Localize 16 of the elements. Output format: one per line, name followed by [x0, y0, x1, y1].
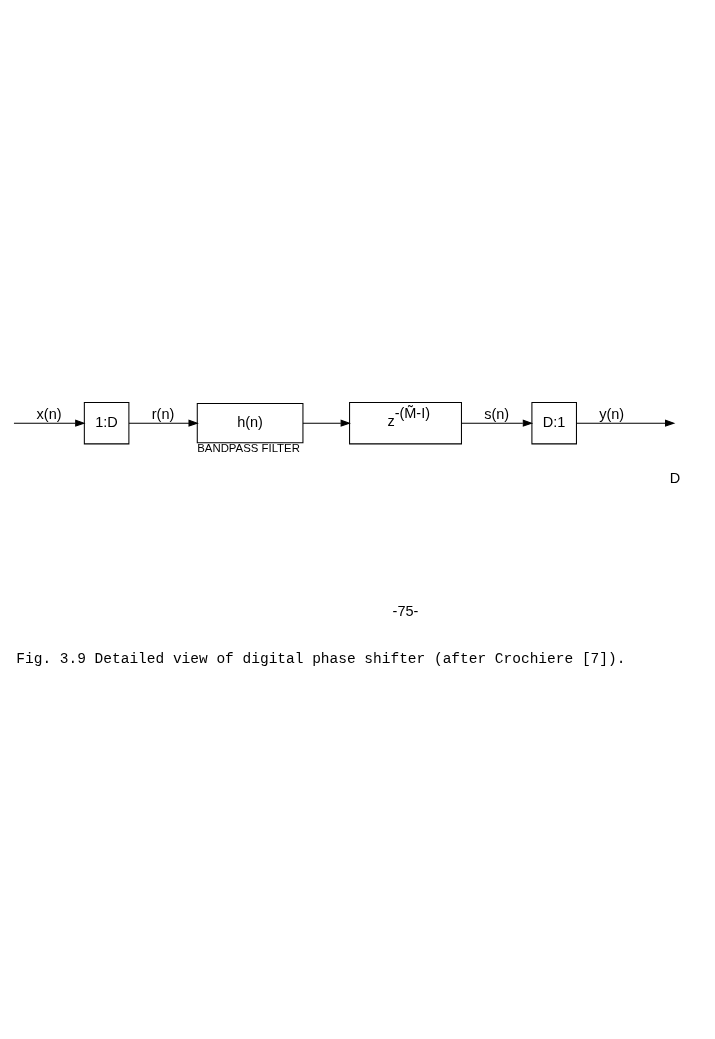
arrow	[460, 419, 533, 427]
edge-label: x(n)	[36, 406, 62, 423]
node-box: 1:D	[83, 401, 129, 445]
label: D	[669, 469, 680, 486]
arrow	[575, 419, 675, 427]
caption: Fig. 3.9 Detailed view of digital phase shifter (after Crochiere [7]).	[15, 650, 625, 667]
arrow	[12, 419, 86, 427]
edge-label: y(n)	[598, 406, 624, 423]
node-box: h(n)	[196, 402, 303, 444]
node-label: BANDPASS FILTER	[196, 441, 300, 454]
arrow	[128, 419, 199, 427]
label: -75-	[392, 602, 418, 619]
edge-label: s(n)	[483, 406, 509, 423]
edge-label: r(n)	[151, 406, 174, 423]
node-box: D:1	[530, 401, 577, 445]
arrow	[301, 419, 351, 427]
